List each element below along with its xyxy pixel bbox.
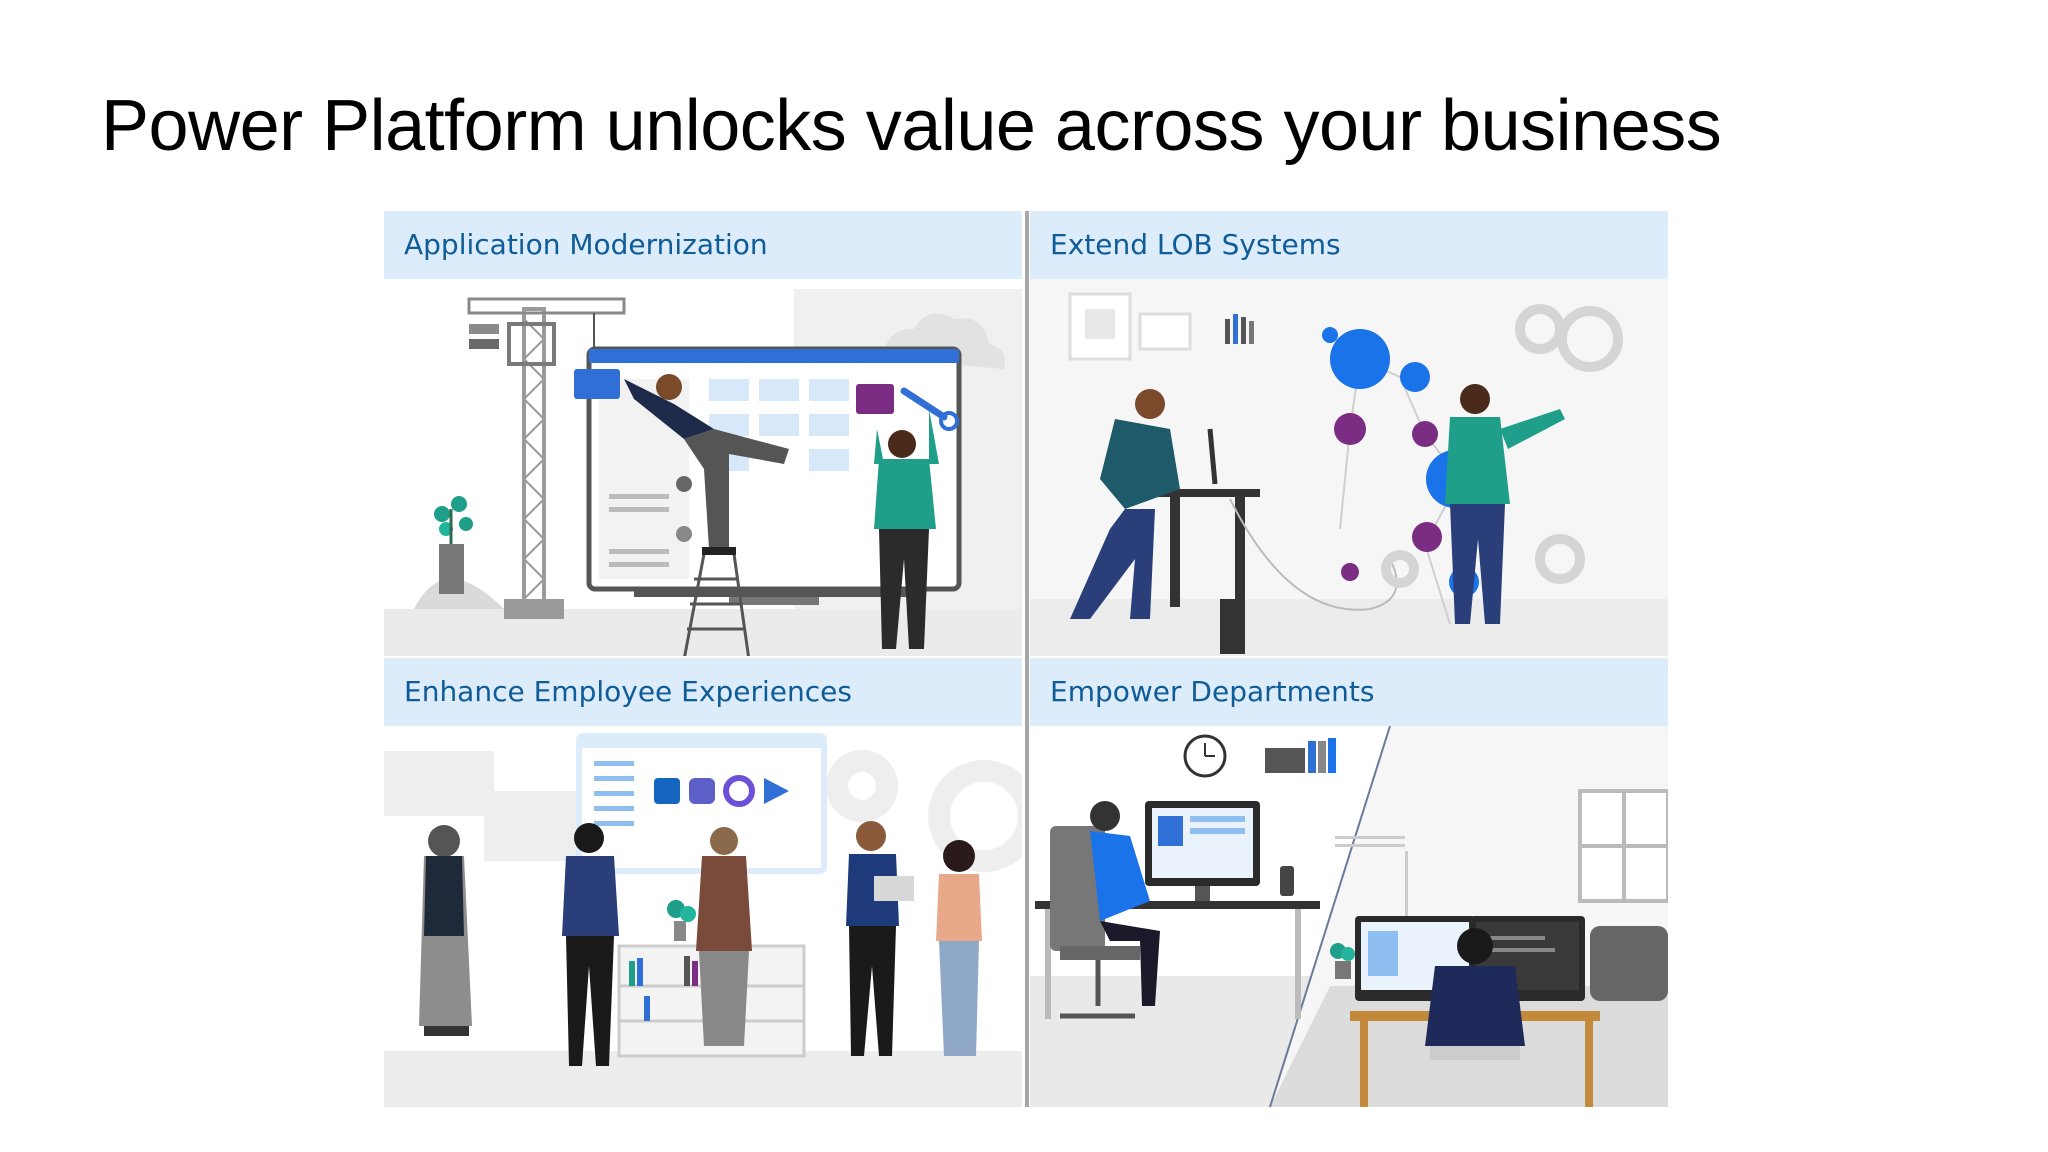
quadrant-title: Extend LOB Systems xyxy=(1050,228,1341,261)
quadrant-divider xyxy=(1025,211,1029,1107)
person-presenting-icon xyxy=(562,823,619,1066)
viva-icon xyxy=(723,775,755,807)
person-thinking-icon xyxy=(1070,389,1180,619)
quadrant-extend-lob-systems: Extend LOB Systems xyxy=(1030,211,1668,656)
ladder-icon xyxy=(683,553,750,656)
person-hijab-icon xyxy=(419,825,472,1036)
desk-icon xyxy=(1035,901,1320,1019)
quadrant-header: Application Modernization xyxy=(384,211,1022,279)
wrench-icon xyxy=(900,387,959,431)
chat-bubble-icon xyxy=(384,751,594,861)
data-network-illustration xyxy=(1030,279,1668,656)
slide-title: Power Platform unlocks value across your… xyxy=(101,86,1722,166)
app-dashboard-icon xyxy=(576,733,827,874)
quadrant-title: Application Modernization xyxy=(404,228,768,261)
plant-icon xyxy=(434,496,473,594)
quadrant-empower-departments: Empower Departments xyxy=(1030,658,1668,1107)
person-laptop-icon xyxy=(846,821,914,1056)
file-binders-icon xyxy=(1265,738,1336,773)
person-analyzing-icon xyxy=(1445,384,1565,624)
plant-icon xyxy=(1330,943,1355,979)
plant-icon xyxy=(667,900,696,941)
team-collaboration-illustration xyxy=(384,726,1022,1107)
quadrant-title: Empower Departments xyxy=(1050,675,1375,708)
quadrant-header: Empower Departments xyxy=(1030,658,1668,726)
quadrant-application-modernization: Application Modernization xyxy=(384,211,1022,656)
speaker-icon xyxy=(1280,866,1294,896)
outlook-icon xyxy=(654,778,680,804)
teams-icon xyxy=(689,778,715,804)
person-working-icon xyxy=(1425,928,1525,1060)
person-listening-icon xyxy=(696,827,752,1046)
power-automate-icon xyxy=(764,778,789,804)
person-at-desk-icon xyxy=(1090,801,1160,1006)
person-reaching-icon xyxy=(624,374,789,555)
app-builders-illustration xyxy=(384,279,1022,656)
clock-icon xyxy=(1183,734,1227,778)
quadrant-header: Enhance Employee Experiences xyxy=(384,658,1022,726)
standing-desk-icon xyxy=(1150,428,1260,654)
monitor-icon xyxy=(1145,801,1260,901)
quadrant-title: Enhance Employee Experiences xyxy=(404,675,852,708)
window-icon xyxy=(1578,789,1668,903)
person-talking-icon xyxy=(936,840,982,1056)
books-icon xyxy=(1225,314,1254,344)
office-workstations-illustration xyxy=(1030,726,1668,1107)
armchair-icon xyxy=(1590,926,1668,1001)
gear-icon xyxy=(826,750,1022,872)
office-chair-icon xyxy=(1050,826,1140,1019)
quadrant-header: Extend LOB Systems xyxy=(1030,211,1668,279)
quadrant-enhance-employee-experiences: Enhance Employee Experiences xyxy=(384,658,1022,1107)
binary-data-icon xyxy=(1335,836,1408,951)
crane-icon xyxy=(467,297,626,619)
person-fixing-icon xyxy=(874,409,939,649)
gear-icon xyxy=(1381,304,1623,588)
